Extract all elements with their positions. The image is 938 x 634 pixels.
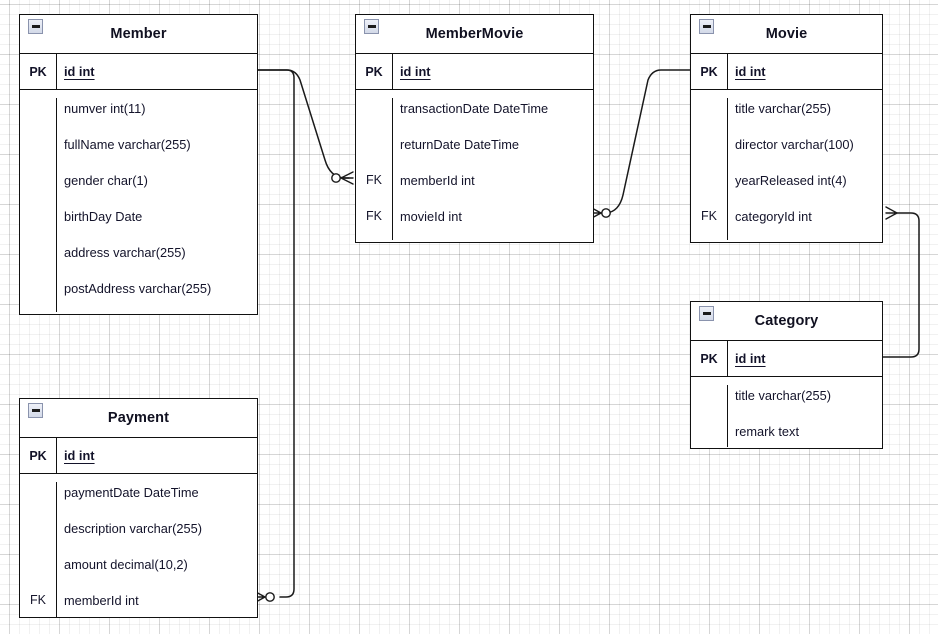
table-row[interactable]: FK memberId int xyxy=(356,162,593,198)
field-name: movieId int xyxy=(400,208,462,224)
field-name: remark text xyxy=(735,423,799,439)
column-divider xyxy=(56,54,58,89)
field-name: birthDay Date xyxy=(64,208,143,224)
column-divider xyxy=(727,98,729,240)
key-label: PK xyxy=(700,64,718,79)
column-divider xyxy=(727,341,729,376)
key-label: FK xyxy=(30,593,46,607)
field-name: paymentDate DateTime xyxy=(64,484,199,500)
table-row[interactable]: PK id int xyxy=(20,438,257,474)
table-row[interactable]: PK id int xyxy=(20,54,257,90)
entity-movie[interactable]: Movie PK id int title varchar(255) direc… xyxy=(690,14,883,243)
table-row[interactable]: fullName varchar(255) xyxy=(20,126,257,162)
table-row[interactable]: amount decimal(10,2) xyxy=(20,546,257,582)
field-list-membermovie: transactionDate DateTime returnDate Date… xyxy=(356,90,593,240)
table-row[interactable]: FK movieId int xyxy=(356,198,593,234)
field-name: returnDate DateTime xyxy=(400,136,520,152)
entity-title-category: Category xyxy=(754,313,819,329)
field-list-category: title varchar(255) remark text xyxy=(691,377,882,449)
field-name: id int xyxy=(400,64,431,79)
entity-category[interactable]: Category PK id int title varchar(255) re… xyxy=(690,301,883,449)
minus-icon[interactable] xyxy=(28,403,43,418)
entity-header-movie: Movie xyxy=(691,15,882,54)
table-row[interactable]: returnDate DateTime xyxy=(356,126,593,162)
field-name: numver int(11) xyxy=(64,100,146,116)
column-divider xyxy=(56,438,58,473)
table-row[interactable]: title varchar(255) xyxy=(691,377,882,413)
entity-header-membermovie: MemberMovie xyxy=(356,15,593,54)
field-name: categoryId int xyxy=(735,208,812,224)
minus-icon[interactable] xyxy=(699,19,714,34)
entity-header-member: Member xyxy=(20,15,257,54)
table-row[interactable]: description varchar(255) xyxy=(20,510,257,546)
field-list-payment: paymentDate DateTime description varchar… xyxy=(20,474,257,618)
field-name: yearReleased int(4) xyxy=(735,172,847,188)
table-row[interactable]: yearReleased int(4) xyxy=(691,162,882,198)
column-divider xyxy=(392,54,394,89)
column-divider xyxy=(727,385,729,447)
field-name: id int xyxy=(64,448,95,463)
table-row[interactable]: paymentDate DateTime xyxy=(20,474,257,510)
field-name: description varchar(255) xyxy=(64,520,202,536)
table-row[interactable]: gender char(1) xyxy=(20,162,257,198)
key-label: FK xyxy=(366,173,382,187)
table-row[interactable]: transactionDate DateTime xyxy=(356,90,593,126)
field-name: gender char(1) xyxy=(64,172,148,188)
field-name: title varchar(255) xyxy=(735,100,832,116)
entity-title-payment: Payment xyxy=(107,410,170,426)
field-list-movie: title varchar(255) director varchar(100)… xyxy=(691,90,882,240)
field-name: address varchar(255) xyxy=(64,244,186,260)
table-row[interactable]: PK id int xyxy=(691,341,882,377)
field-name: fullName varchar(255) xyxy=(64,136,191,152)
key-label: PK xyxy=(29,64,47,79)
entity-member[interactable]: Member PK id int numver int(11) fullName… xyxy=(19,14,258,315)
key-label: PK xyxy=(365,64,383,79)
minus-icon[interactable] xyxy=(364,19,379,34)
table-row[interactable]: FK categoryId int xyxy=(691,198,882,234)
key-label: FK xyxy=(701,209,717,223)
key-label: FK xyxy=(366,209,382,223)
column-divider xyxy=(56,482,58,618)
field-name: title varchar(255) xyxy=(735,387,832,403)
table-row[interactable]: PK id int xyxy=(691,54,882,90)
field-name: transactionDate DateTime xyxy=(400,100,549,116)
entity-membermovie[interactable]: MemberMovie PK id int transactionDate Da… xyxy=(355,14,594,243)
field-name: memberId int xyxy=(64,592,139,608)
minus-icon[interactable] xyxy=(28,19,43,34)
table-row[interactable]: remark text xyxy=(691,413,882,449)
field-name: memberId int xyxy=(400,172,475,188)
field-list-member: numver int(11) fullName varchar(255) gen… xyxy=(20,90,257,312)
field-name: id int xyxy=(735,351,766,366)
field-name: director varchar(100) xyxy=(735,136,854,152)
key-label: PK xyxy=(29,448,47,463)
column-divider xyxy=(56,98,58,312)
table-row[interactable]: numver int(11) xyxy=(20,90,257,126)
table-row[interactable]: address varchar(255) xyxy=(20,234,257,270)
entity-header-category: Category xyxy=(691,302,882,341)
field-name: postAddress varchar(255) xyxy=(64,280,212,296)
minus-icon[interactable] xyxy=(699,306,714,321)
field-name: amount decimal(10,2) xyxy=(64,556,188,572)
entity-header-payment: Payment xyxy=(20,399,257,438)
entity-title-member: Member xyxy=(110,26,167,42)
table-row[interactable]: postAddress varchar(255) xyxy=(20,270,257,306)
column-divider xyxy=(392,98,394,240)
table-row[interactable]: PK id int xyxy=(356,54,593,90)
key-label: PK xyxy=(700,351,718,366)
entity-title-movie: Movie xyxy=(765,26,808,42)
field-name: id int xyxy=(64,64,95,79)
table-row[interactable]: title varchar(255) xyxy=(691,90,882,126)
table-row[interactable]: director varchar(100) xyxy=(691,126,882,162)
column-divider xyxy=(727,54,729,89)
table-row[interactable]: FK memberId int xyxy=(20,582,257,618)
table-row[interactable]: birthDay Date xyxy=(20,198,257,234)
entity-title-membermovie: MemberMovie xyxy=(425,26,524,42)
field-name: id int xyxy=(735,64,766,79)
entity-payment[interactable]: Payment PK id int paymentDate DateTime d… xyxy=(19,398,258,618)
